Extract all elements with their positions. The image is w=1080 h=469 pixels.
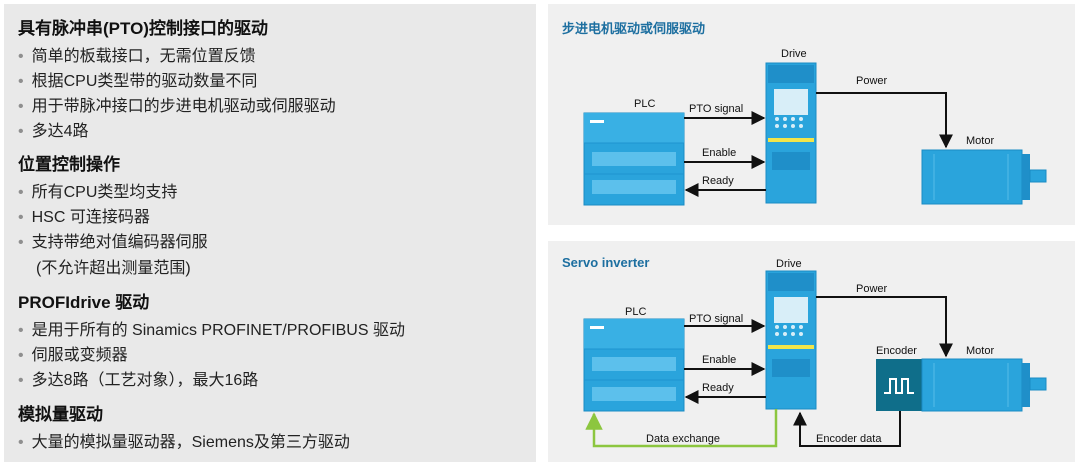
servo-diagram-svg: PLC Drive Encoder Motor <box>583 258 1047 448</box>
bullet-item: •所有CPU类型均支持 <box>18 184 178 201</box>
bullet-dot-icon: • <box>18 209 24 226</box>
encoder-data-label: Encoder data <box>816 433 882 445</box>
stepper-diagram-svg: PLC Drive Motor <box>583 48 1047 206</box>
plc-label: PLC <box>625 306 646 318</box>
bullet-item: •伺服或变频器 <box>18 347 128 364</box>
encoder-data-arrow <box>793 411 901 447</box>
drive-icon <box>765 62 817 204</box>
data-exchange-label: Data exchange <box>646 433 720 445</box>
enable-label: Enable <box>702 354 736 366</box>
encoder-icon <box>876 359 922 411</box>
section-title-analog: 模拟量驱动 <box>18 405 103 424</box>
bullet-dot-icon: • <box>18 372 24 389</box>
bullet-dot-icon: • <box>18 123 24 140</box>
bullet-item: •多达8路（工艺对象），最大16路 <box>18 372 259 389</box>
stepper-drive-diagram: 步进电机驱动或伺服驱动 PLC Drive <box>548 4 1075 225</box>
data-exchange-arrow <box>585 409 778 448</box>
power-label: Power <box>856 283 888 295</box>
feature-list-panel: 具有脉冲串(PTO)控制接口的驱动 •简单的板载接口，无需位置反馈 •根据CPU… <box>4 4 536 462</box>
bullet-dot-icon: • <box>18 322 24 339</box>
ready-label: Ready <box>702 382 734 394</box>
bullet-item: •简单的板载接口，无需位置反馈 <box>18 48 256 65</box>
bullet-item: •多达4路 <box>18 123 89 140</box>
motor-icon <box>921 149 1047 205</box>
bullet-dot-icon: • <box>18 48 24 65</box>
bullet-dot-icon: • <box>18 184 24 201</box>
power-arrow <box>816 296 953 358</box>
enable-label: Enable <box>702 147 736 159</box>
drive-label: Drive <box>781 48 807 60</box>
servo-inverter-diagram: Servo inverter PLC Drive <box>548 241 1075 462</box>
diagram-title: Servo inverter <box>562 255 650 270</box>
bullet-item: •支持带绝对值编码器伺服 <box>18 234 208 251</box>
power-arrow <box>816 92 953 149</box>
bullet-item: •大量的模拟量驱动器，Siemens及第三方驱动 <box>18 434 350 451</box>
motor-label: Motor <box>966 135 994 147</box>
power-label: Power <box>856 75 888 87</box>
bullet-item: •根据CPU类型带的驱动数量不同 <box>18 73 258 90</box>
bullet-continuation: (不允许超出测量范围) <box>36 260 191 277</box>
bullet-item: •是用于所有的 Sinamics PROFINET/PROFIBUS 驱动 <box>18 322 405 339</box>
section-title-profidrive: PROFIdrive 驱动 <box>18 293 150 312</box>
pto-signal-label: PTO signal <box>689 103 743 115</box>
plc-label: PLC <box>634 98 655 110</box>
bullet-item: •HSC 可连接码器 <box>18 209 150 226</box>
bullet-dot-icon: • <box>18 234 24 251</box>
section-title-pto: 具有脉冲串(PTO)控制接口的驱动 <box>18 19 268 38</box>
section-title-position-control: 位置控制操作 <box>18 155 120 174</box>
bullet-item: •用于带脉冲接口的步进电机驱动或伺服驱动 <box>18 98 336 115</box>
bullet-dot-icon: • <box>18 434 24 451</box>
bullet-dot-icon: • <box>18 347 24 364</box>
encoder-label: Encoder <box>876 345 917 357</box>
plc-icon <box>583 112 685 206</box>
pto-signal-label: PTO signal <box>689 313 743 325</box>
bullet-dot-icon: • <box>18 98 24 115</box>
drive-icon <box>765 270 817 410</box>
diagram-title: 步进电机驱动或伺服驱动 <box>562 21 706 36</box>
drive-label: Drive <box>776 258 802 270</box>
bullet-dot-icon: • <box>18 73 24 90</box>
ready-label: Ready <box>702 175 734 187</box>
motor-icon <box>921 358 1047 412</box>
motor-label: Motor <box>966 345 994 357</box>
plc-icon <box>583 318 685 412</box>
